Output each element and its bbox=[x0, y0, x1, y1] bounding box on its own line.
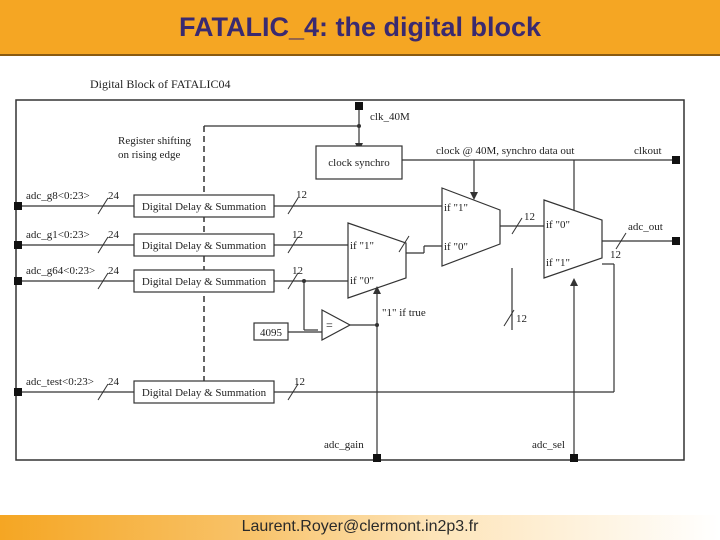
dds-out-2: 12 bbox=[292, 229, 303, 241]
footer-email: Laurent.Royer@clermont.in2p3.fr bbox=[241, 518, 479, 535]
register-note-2: on rising edge bbox=[118, 149, 180, 161]
bus-width-12-mid: 12 bbox=[516, 313, 527, 325]
dds-out-3: 12 bbox=[292, 265, 303, 277]
mux3-out-width: 12 bbox=[610, 249, 621, 261]
input-label-test: adc_test<0:23> bbox=[26, 376, 94, 388]
dds-label-2: Digital Delay & Summation bbox=[142, 240, 267, 252]
digital-block-diagram: Digital Block of FATALIC04 clk_40M Regis… bbox=[14, 77, 685, 462]
clk-40m-label: clk_40M bbox=[370, 111, 410, 123]
title-bar: FATALIC_4: the digital block bbox=[0, 0, 720, 56]
input-width-g64: 24 bbox=[108, 265, 120, 277]
input-label-g1: adc_g1<0:23> bbox=[26, 229, 90, 241]
comparator bbox=[321, 308, 352, 342]
adc-gain-pin bbox=[373, 454, 381, 462]
adc-out-label: adc_out bbox=[628, 221, 663, 233]
diagram-title: Digital Block of FATALIC04 bbox=[90, 77, 230, 91]
input-pin-g64 bbox=[14, 277, 22, 285]
adc-out-pin bbox=[672, 237, 680, 245]
adc-sel-label: adc_sel bbox=[532, 439, 565, 451]
input-pin-test bbox=[14, 388, 22, 396]
page-title: FATALIC_4: the digital block bbox=[178, 12, 542, 42]
register-note-1: Register shifting bbox=[118, 135, 192, 147]
adc-sel-pin bbox=[570, 454, 578, 462]
comparator-symbol: = bbox=[326, 318, 333, 332]
mux-3 bbox=[543, 199, 603, 279]
clock-synchro-block bbox=[315, 145, 403, 180]
clock-synchro-label: clock synchro bbox=[328, 157, 390, 169]
input-width-g1: 24 bbox=[108, 229, 120, 241]
if-true-label: "1" if true bbox=[382, 307, 426, 319]
input-width-test: 24 bbox=[108, 376, 120, 388]
clk-pin bbox=[355, 102, 363, 110]
dds-label-4: Digital Delay & Summation bbox=[142, 387, 267, 399]
input-label-g64: adc_g64<0:23> bbox=[26, 265, 95, 277]
input-width-g8: 24 bbox=[108, 190, 120, 202]
dds-label-3: Digital Delay & Summation bbox=[142, 276, 267, 288]
clock-note: clock @ 40M, synchro data out bbox=[436, 145, 574, 157]
mux3-in-top: if "0" bbox=[546, 219, 570, 231]
dds-label-1: Digital Delay & Summation bbox=[142, 201, 267, 213]
footer-bar: Laurent.Royer@clermont.in2p3.fr bbox=[0, 515, 720, 540]
mux2-in-top: if "1" bbox=[444, 202, 468, 214]
adc-gain-label: adc_gain bbox=[324, 439, 364, 451]
input-pin-g1 bbox=[14, 241, 22, 249]
input-pin-g8 bbox=[14, 202, 22, 210]
mux-1 bbox=[347, 222, 407, 299]
mux2-in-bottom: if "0" bbox=[444, 241, 468, 253]
mux1-in-bottom: if "0" bbox=[350, 275, 374, 287]
input-label-g8: adc_g8<0:23> bbox=[26, 190, 90, 202]
mux-2 bbox=[441, 187, 501, 267]
mux2-out-width: 12 bbox=[524, 211, 535, 223]
dds-out-4: 12 bbox=[294, 376, 305, 388]
mux3-in-bottom: if "1" bbox=[546, 257, 570, 269]
clkout-label: clkout bbox=[634, 145, 662, 157]
mux1-in-top: if "1" bbox=[350, 240, 374, 252]
const-4095-label: 4095 bbox=[260, 327, 283, 339]
clkout-pin bbox=[672, 156, 680, 164]
dds-out-1: 12 bbox=[296, 189, 307, 201]
